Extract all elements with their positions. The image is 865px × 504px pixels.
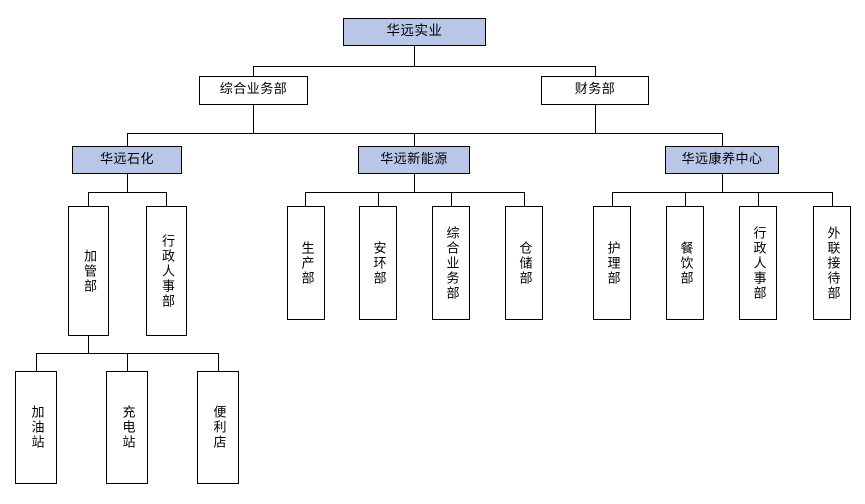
- node-nursing-dept[interactable]: 护理部: [593, 206, 631, 320]
- node-health-center-admin-hr-dept[interactable]: 行政人事部: [739, 206, 777, 320]
- node-label: 行政人事部: [750, 225, 766, 301]
- node-dept-general-business[interactable]: 综合业务部: [199, 76, 308, 105]
- node-label: 华远新能源: [380, 151, 448, 167]
- node-label: 餐饮部: [677, 240, 693, 286]
- node-label: 华远实业: [386, 23, 443, 40]
- node-petrochemical-admin-hr-dept[interactable]: 行政人事部: [146, 206, 187, 336]
- node-label: 安环部: [370, 240, 386, 286]
- node-production-dept[interactable]: 生产部: [287, 206, 325, 320]
- connector-drop-catering: [685, 192, 687, 206]
- node-sub-health-center[interactable]: 华远康养中心: [665, 146, 779, 174]
- node-label: 充电站: [119, 405, 135, 450]
- connector-drop-convenience-store: [218, 353, 220, 371]
- node-warehouse-dept[interactable]: 仓储部: [505, 206, 543, 320]
- connector-drop-fuel-mgmt: [88, 192, 90, 206]
- connector-drop-production: [305, 192, 307, 206]
- node-label: 华远石化: [99, 151, 154, 167]
- connector-drop-nursing: [612, 192, 614, 206]
- node-label: 加管部: [81, 248, 96, 294]
- connector-drop-safety: [378, 192, 380, 206]
- node-label: 仓储部: [516, 240, 532, 286]
- node-label: 综合业务部: [219, 82, 288, 98]
- node-public-relations-dept[interactable]: 外联接待部: [813, 206, 851, 320]
- node-safety-environment-dept[interactable]: 安环部: [359, 206, 397, 320]
- node-label: 护理部: [604, 240, 620, 286]
- connector-row2-drop-finance: [595, 66, 597, 76]
- node-sub-petrochemical[interactable]: 华远石化: [72, 146, 182, 174]
- connector-health-bar: [612, 192, 833, 194]
- node-gas-station[interactable]: 加油站: [15, 371, 57, 484]
- node-sub-new-energy[interactable]: 华远新能源: [358, 146, 470, 174]
- node-catering-dept[interactable]: 餐饮部: [666, 206, 704, 320]
- connector-row3-drop-health: [722, 133, 724, 146]
- node-label: 便利店: [210, 405, 226, 450]
- connector-drop-gas-station: [36, 353, 38, 371]
- connector-fuel-mgmt-stem: [88, 336, 90, 353]
- node-label: 财务部: [574, 82, 616, 98]
- node-label: 加油站: [28, 405, 44, 450]
- connector-finance-down: [595, 105, 597, 133]
- connector-row3-bar: [127, 133, 723, 135]
- node-dept-finance[interactable]: 财务部: [541, 76, 649, 105]
- node-fuel-management-dept[interactable]: 加管部: [68, 206, 109, 336]
- connector-drop-charging-station: [127, 353, 129, 371]
- node-label: 综合业务部: [443, 225, 459, 301]
- connector-drop-hc-admin: [758, 192, 760, 206]
- connector-general-down: [253, 105, 255, 133]
- node-label: 行政人事部: [159, 233, 174, 309]
- connector-drop-warehouse: [524, 192, 526, 206]
- connector-drop-public-relations: [832, 192, 834, 206]
- connector-row2-drop-general: [253, 66, 255, 76]
- connector-row3-drop-new-energy: [414, 133, 416, 146]
- node-label: 华远康养中心: [681, 151, 763, 167]
- connector-health-stem: [722, 174, 724, 192]
- node-label: 生产部: [298, 240, 314, 286]
- connector-drop-pc-admin: [166, 192, 168, 206]
- connector-row2-bar: [253, 66, 596, 68]
- connector-drop-ne-general: [451, 192, 453, 206]
- connector-new-energy-stem: [414, 174, 416, 192]
- connector-row3-drop-petrochemical: [127, 133, 129, 146]
- node-charging-station[interactable]: 充电站: [106, 371, 148, 484]
- connector-petrochemical-bar: [88, 192, 167, 194]
- connector-root-stem: [414, 46, 416, 66]
- node-convenience-store[interactable]: 便利店: [197, 371, 239, 484]
- connector-petrochemical-stem: [127, 174, 129, 192]
- connector-new-energy-bar: [305, 192, 525, 194]
- node-new-energy-general-business-dept[interactable]: 综合业务部: [432, 206, 470, 320]
- node-root-huayuan-industry[interactable]: 华远实业: [343, 18, 486, 46]
- node-label: 外联接待部: [824, 225, 840, 301]
